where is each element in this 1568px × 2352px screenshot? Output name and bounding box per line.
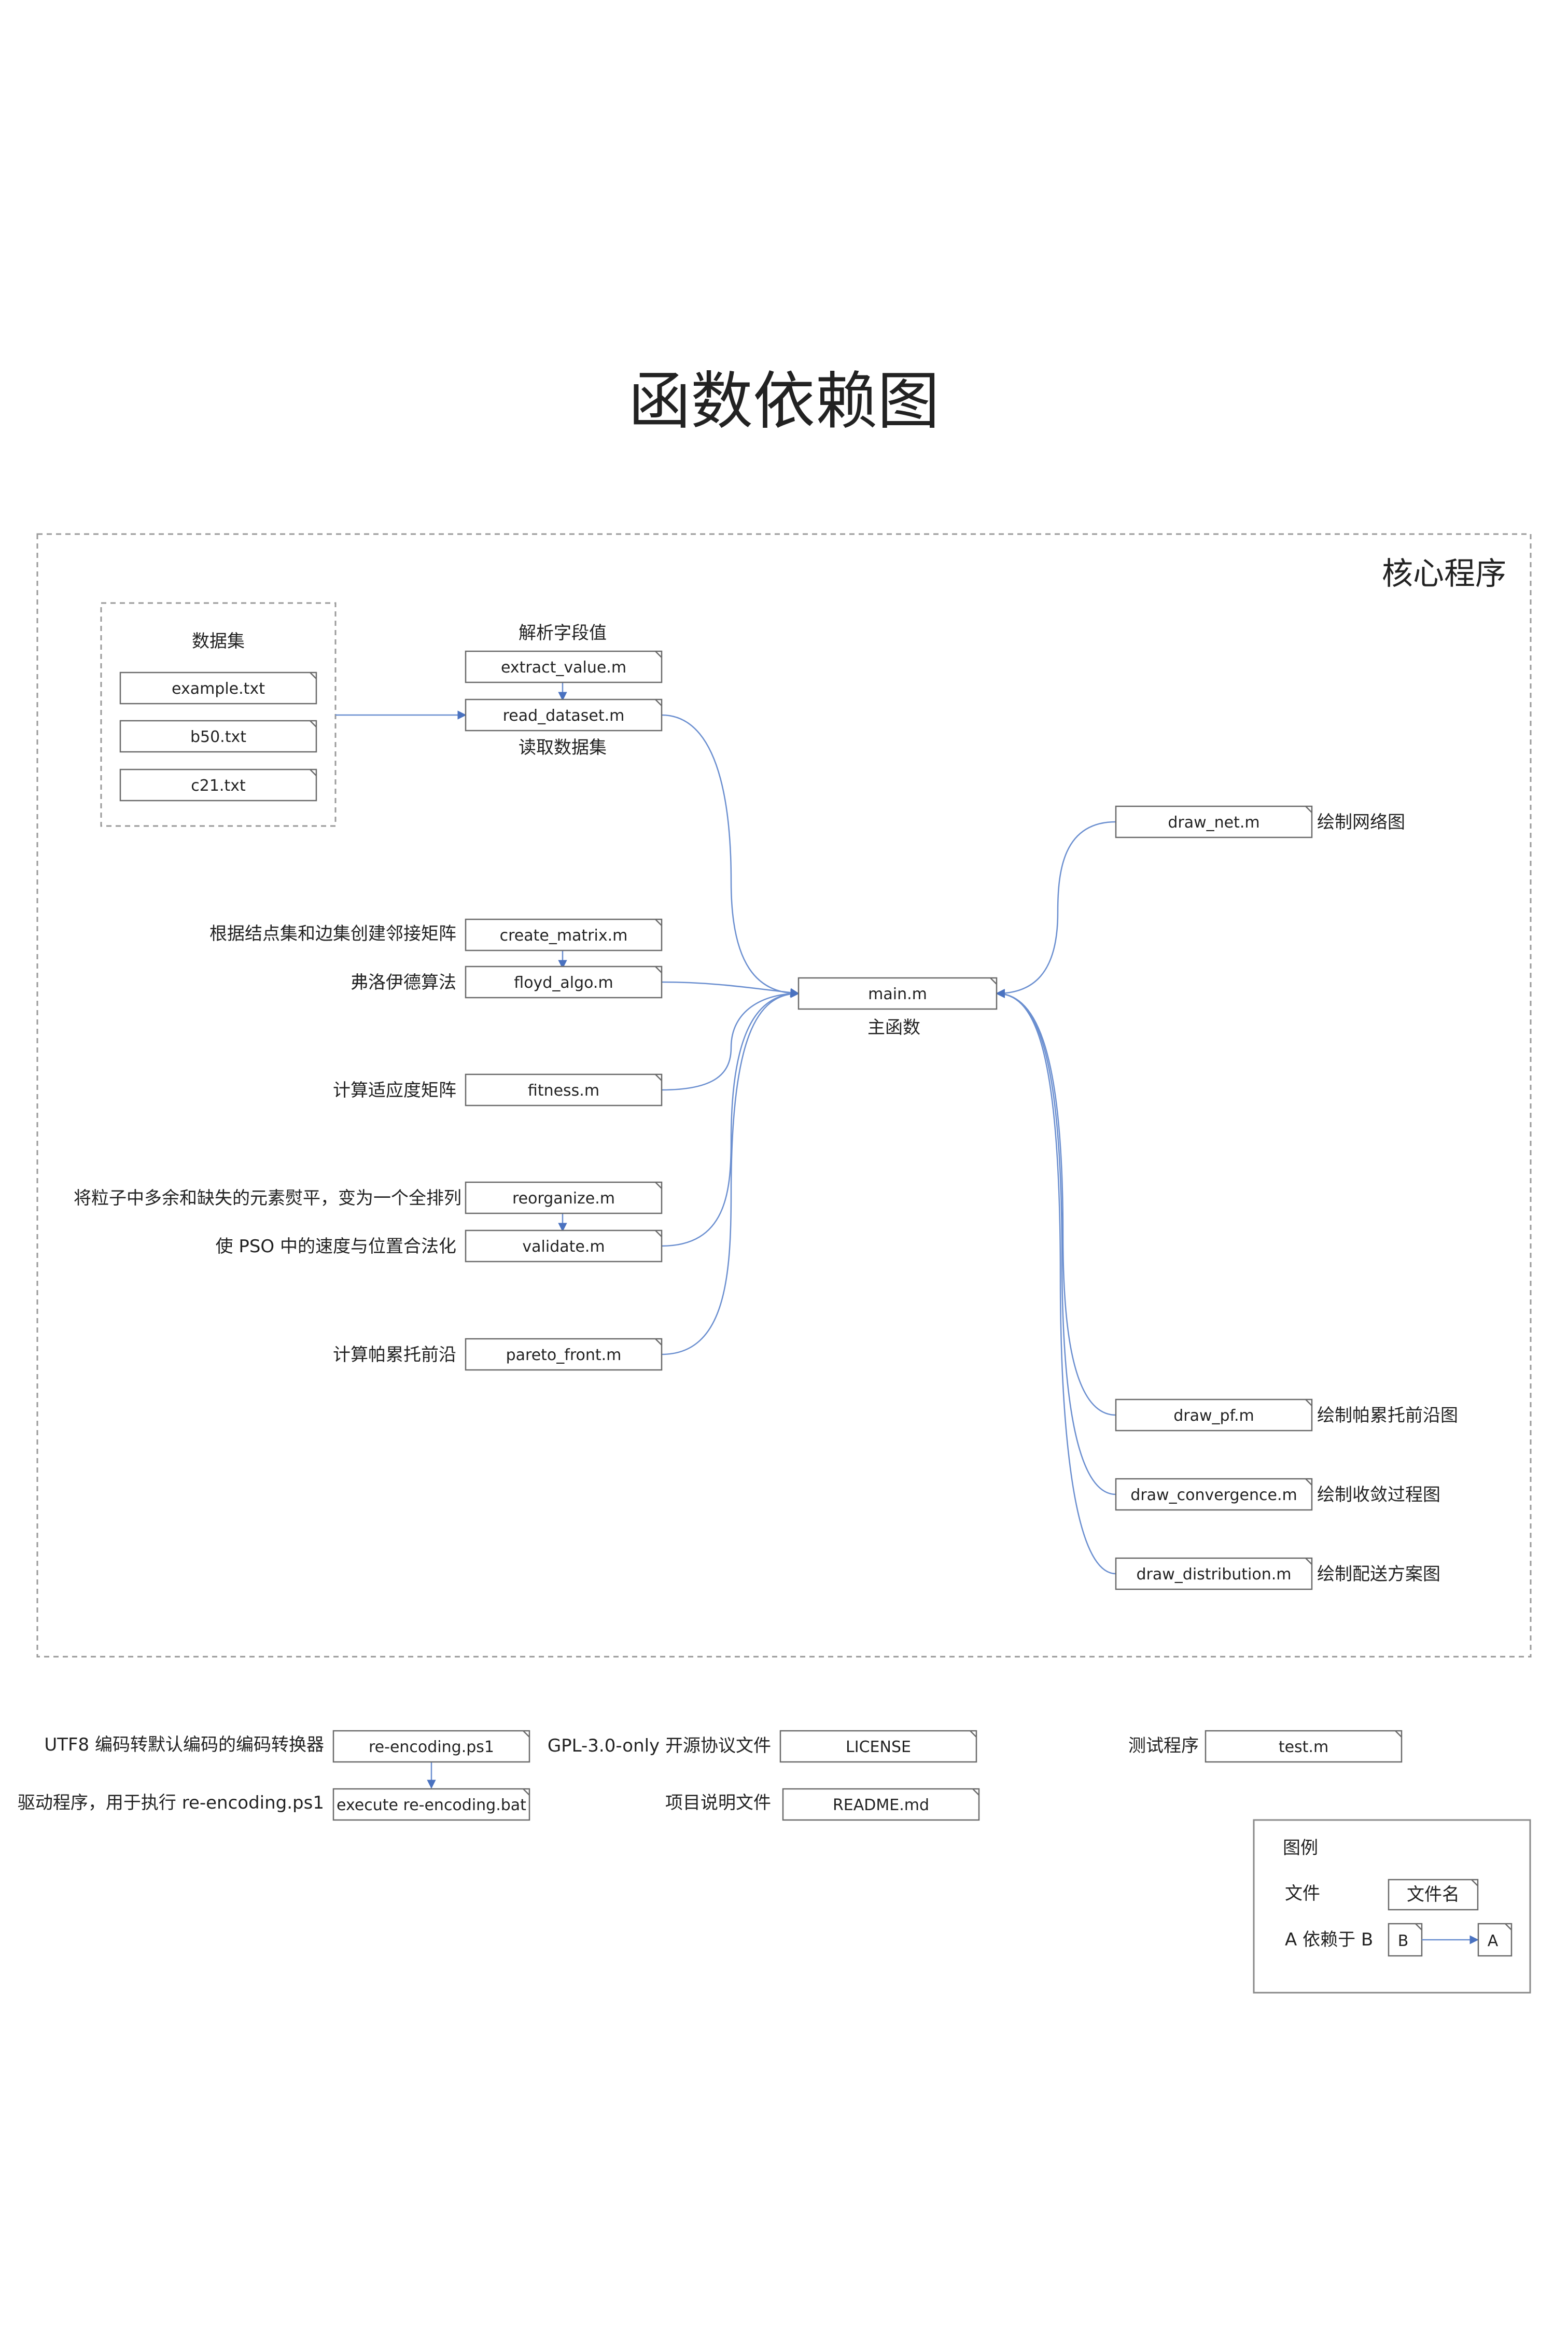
legend: 图例 文件 文件名 A 依赖于 B B A	[1253, 1819, 1531, 1994]
fitness-label: 计算适应度矩阵	[333, 1080, 456, 1101]
file-name: test.m	[1279, 1738, 1328, 1756]
file-name: main.m	[868, 985, 927, 1003]
draw-pf-label: 绘制帕累托前沿图	[1317, 1405, 1458, 1426]
file-name: read_dataset.m	[503, 707, 625, 725]
core-program-title: 核心程序	[1382, 556, 1506, 592]
file-example-txt[interactable]: example.txt	[119, 671, 317, 705]
file-readme-md[interactable]: README.md	[782, 1788, 980, 1821]
edge-main-to-draw-net	[996, 821, 1116, 998]
file-name: draw_net.m	[1168, 814, 1259, 832]
file-extract-value-m[interactable]: extract_value.m	[465, 650, 663, 683]
file-read-dataset-m[interactable]: read_dataset.m	[465, 698, 663, 732]
legend-node-a-text: A	[1488, 1932, 1499, 1950]
edge-main-to-draw-distribution	[996, 989, 1116, 1575]
file-test-m[interactable]: test.m	[1205, 1730, 1403, 1763]
file-name: README.md	[833, 1796, 929, 1814]
validate-label: 使 PSO 中的速度与位置合法化	[216, 1236, 456, 1257]
test-label: 测试程序	[1128, 1735, 1199, 1756]
license-label: GPL-3.0-only 开源协议文件	[548, 1735, 771, 1756]
dependency-edges	[335, 682, 1116, 1789]
legend-file-sample: 文件名	[1388, 1879, 1479, 1911]
file-name: extract_value.m	[501, 659, 626, 677]
execute-label: 驱动程序，用于执行 re-encoding.ps1	[18, 1793, 324, 1813]
edge-main-to-draw-convergence	[996, 989, 1116, 1495]
edge-fitness-to-main	[661, 989, 800, 1091]
legend-node-a: A	[1477, 1923, 1513, 1957]
file-name: validate.m	[522, 1238, 605, 1256]
core-program-frame	[36, 533, 1532, 1658]
file-draw-distribution-m[interactable]: draw_distribution.m	[1115, 1557, 1313, 1590]
readme-label: 项目说明文件	[665, 1793, 771, 1813]
draw-distribution-label: 绘制配送方案图	[1317, 1564, 1440, 1585]
legend-file-label: 文件	[1285, 1883, 1320, 1904]
edge-pareto-to-main	[661, 989, 800, 1355]
re-encoding-label: UTF8 编码转默认编码的编码转换器	[44, 1734, 324, 1755]
file-name: LICENSE	[846, 1738, 911, 1756]
file-name: c21.txt	[191, 777, 246, 795]
file-reorganize-m[interactable]: reorganize.m	[465, 1181, 663, 1214]
file-floyd-algo-m[interactable]: floyd_algo.m	[465, 965, 663, 999]
file-name: draw_pf.m	[1173, 1407, 1254, 1425]
file-b50-txt[interactable]: b50.txt	[119, 720, 317, 753]
main-label: 主函数	[867, 1017, 920, 1038]
legend-frame	[1253, 1819, 1531, 1994]
pareto-front-label: 计算帕累托前沿	[333, 1345, 456, 1365]
edge-validate-to-main	[661, 989, 800, 1247]
file-name: draw_convergence.m	[1130, 1486, 1297, 1504]
legend-node-b: B	[1388, 1923, 1423, 1957]
file-draw-net-m[interactable]: draw_net.m	[1115, 805, 1313, 838]
file-draw-pf-m[interactable]: draw_pf.m	[1115, 1398, 1313, 1432]
dataset-title: 数据集	[192, 631, 245, 652]
file-name: pareto_front.m	[506, 1346, 622, 1364]
file-main-m[interactable]: main.m	[797, 977, 998, 1010]
file-fitness-m[interactable]: fitness.m	[465, 1073, 663, 1107]
legend-file-sample-text: 文件名	[1407, 1884, 1460, 1905]
legend-title: 图例	[1283, 1838, 1318, 1858]
file-name: floyd_algo.m	[514, 974, 613, 992]
draw-convergence-label: 绘制收敛过程图	[1317, 1485, 1440, 1505]
file-draw-convergence-m[interactable]: draw_convergence.m	[1115, 1478, 1313, 1511]
read-dataset-label: 读取数据集	[519, 737, 607, 758]
legend-dep-label: A 依赖于 B	[1285, 1929, 1373, 1950]
diagram-title: 函数依赖图	[628, 366, 940, 438]
file-create-matrix-m[interactable]: create_matrix.m	[465, 918, 663, 951]
file-execute-re-encoding-bat[interactable]: execute re-encoding.bat	[332, 1788, 530, 1821]
edge-main-to-draw-pf	[996, 989, 1116, 1416]
extract-value-label: 解析字段值	[519, 623, 607, 643]
file-name: create_matrix.m	[500, 927, 628, 945]
file-name: b50.txt	[190, 728, 246, 746]
file-name: reorganize.m	[512, 1189, 615, 1208]
edge-read-dataset-to-main	[661, 714, 800, 998]
file-license[interactable]: LICENSE	[779, 1730, 977, 1763]
reorganize-label: 将粒子中多余和缺失的元素熨平，变为一个全排列	[74, 1188, 461, 1209]
file-name: example.txt	[172, 680, 265, 698]
legend-node-b-text: B	[1398, 1932, 1409, 1950]
file-c21-txt[interactable]: c21.txt	[119, 768, 317, 802]
file-validate-m[interactable]: validate.m	[465, 1229, 663, 1263]
file-name: fitness.m	[528, 1082, 599, 1100]
create-matrix-label: 根据结点集和边集创建邻接矩阵	[209, 923, 456, 944]
floyd-algo-label: 弗洛伊德算法	[351, 972, 456, 993]
edge-floyd-to-main	[661, 981, 800, 997]
file-pareto-front-m[interactable]: pareto_front.m	[465, 1338, 663, 1371]
file-name: draw_distribution.m	[1136, 1565, 1291, 1584]
draw-net-label: 绘制网络图	[1317, 812, 1405, 833]
file-name: re-encoding.ps1	[369, 1738, 494, 1756]
file-name: execute re-encoding.bat	[337, 1796, 526, 1814]
file-re-encoding-ps1[interactable]: re-encoding.ps1	[332, 1730, 530, 1763]
